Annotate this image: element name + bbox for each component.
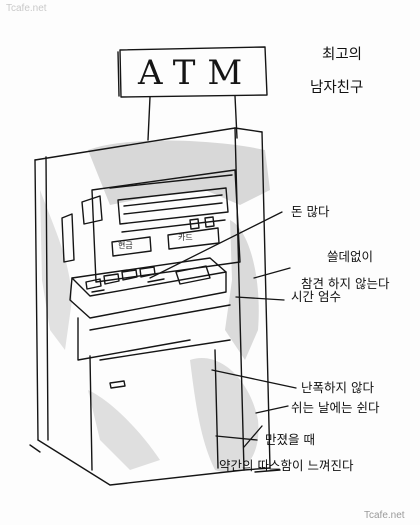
- cash-button-label: 현금: [118, 241, 133, 250]
- annotation-no-meddling-2: 참견 하지 않는다: [301, 276, 390, 291]
- watermark-bottom: Tcafe.net: [364, 510, 405, 521]
- annotation-rests-on-holidays: 쉬는 날에는 쉰다: [291, 400, 380, 415]
- ink-lines: [29, 46, 281, 486]
- annotation-punctual: 시간 엄수: [291, 289, 341, 304]
- annotation-warmth-2: 약간의 따스함이 느껴진다: [219, 458, 354, 473]
- annotation-not-violent: 난폭하지 않다: [301, 380, 374, 395]
- title-line-2: 남자친구: [310, 80, 364, 96]
- annotation-rich: 돈 많다: [291, 204, 330, 219]
- watermark-top: Tcafe.net: [6, 3, 47, 14]
- annotation-arrows: [149, 211, 297, 448]
- card-button-label: 카드: [178, 233, 193, 242]
- title-line-1: 최고의: [322, 47, 363, 63]
- atm-sign-text: ATM: [138, 53, 255, 93]
- annotation-warmth-1: 만졌을 때: [265, 432, 315, 447]
- annotation-no-meddling-1: 쓸데없이: [327, 249, 374, 264]
